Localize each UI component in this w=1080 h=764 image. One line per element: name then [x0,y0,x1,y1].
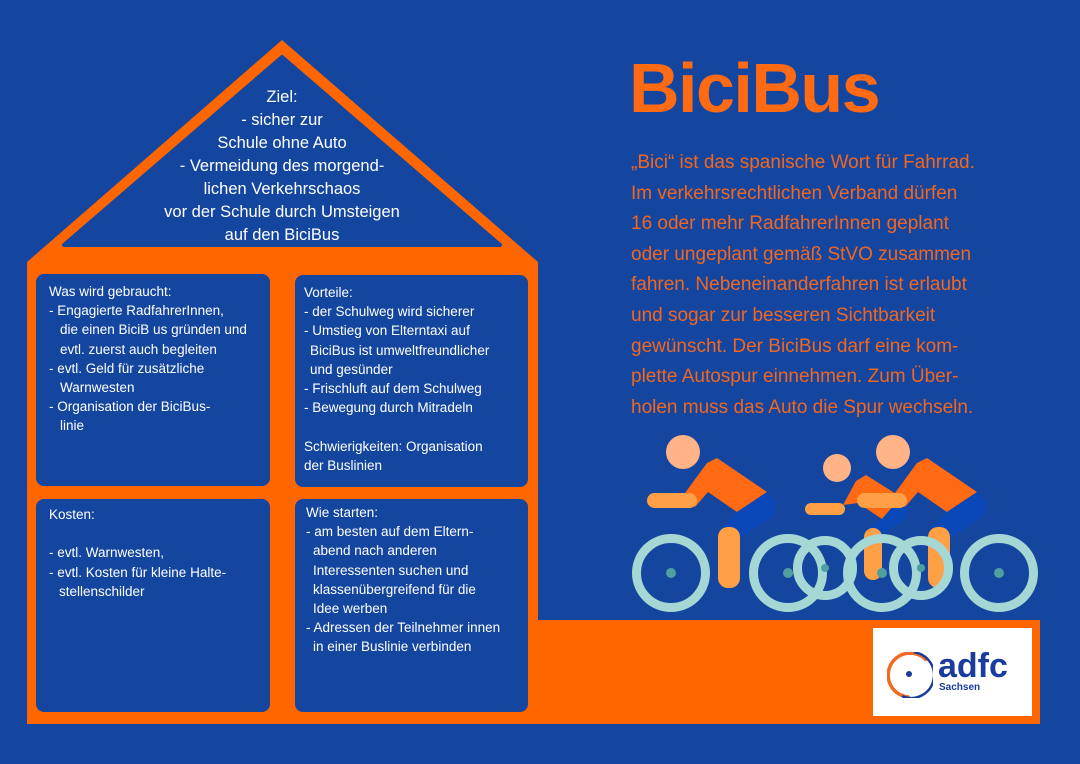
needs-item: - Organisation der BiciBus- [49,399,211,415]
needs-item-continued: die einen BiciB us gründen und [60,322,247,338]
getting-started-item: - am besten auf dem Eltern- [306,524,474,540]
wheel-hubs [666,564,1004,578]
description-line: gewünscht. Der BiciBus darf eine kom- [631,335,959,357]
goal-heading: Ziel: [266,88,298,106]
description-line: fahren. Nebeneinanderfahren ist erlaubt [631,274,967,296]
wheel-icon [632,534,710,612]
needs-box: Was wird gebraucht: - Engagierte Radfahr… [36,274,270,486]
page-title: BiciBus [629,49,881,127]
description-line: und sogar zur besseren Sichtbarkeit [631,304,936,326]
cyclist-adult-right [857,435,986,588]
spacer [49,524,270,543]
wheel-icon [960,534,1038,612]
description-paragraph: „Bici“ ist das spanische Wort für Fahrra… [631,148,975,423]
getting-started-item-continued: Interessenten suchen und [313,562,469,578]
description-line: „Bici“ ist das spanische Wort für Fahrra… [631,152,975,173]
roof-panel [62,55,502,247]
advantages-heading: Vorteile: [304,285,353,300]
advantages-item: - der Schulweg wird sicherer [304,304,475,320]
costs-heading: Kosten: [49,507,95,522]
goal-line: vor der Schule durch Umsteigen [164,203,400,221]
description-line: oder ungeplant gemäß StVO zusammen [631,243,972,265]
description-line: 16 oder mehr RadfahrerInnen geplant [631,213,949,235]
spacer [304,417,528,436]
getting-started-item-continued: in einer Buslinie verbinden [313,639,472,655]
advantages-box: Vorteile: - der Schulweg wird sicherer -… [295,275,528,487]
advantages-item-continued: BiciBus ist umweltfreundlicher [310,342,490,358]
advantages-item: - Umstieg von Elterntaxi auf [304,323,470,339]
costs-item-continued: stellenschilder [59,583,145,599]
cyclists-icon [632,435,1038,612]
goal-line: Schule ohne Auto [217,134,347,152]
needs-item: - evtl. Geld für zusätzliche [49,360,205,376]
costs-item: - evtl. Warnwesten, [49,545,165,561]
description-line: holen muss das Auto die Spur wechseln. [631,396,974,418]
logo-wordmark: adfc [938,647,1008,685]
getting-started-item: - Adressen der Teilnehmer innen [306,620,501,636]
needs-heading: Was wird gebraucht: [49,284,172,299]
goal-line: lichen Verkehrschaos [203,180,361,198]
advantages-item-continued: und gesünder [310,361,393,377]
needs-item: - Engagierte RadfahrerInnen, [49,303,224,319]
advantages-item: - Bewegung durch Mitradeln [304,400,473,416]
illustration-area [538,0,1080,620]
getting-started-item-continued: Idee werben [313,600,388,616]
getting-started-item-continued: abend nach anderen [313,543,437,559]
getting-started-item-continued: klassenübergreifend für die [313,581,476,597]
needs-item-continued: evtl. zuerst auch begleiten [60,341,217,357]
cyclist-adult-left [647,435,776,588]
adfc-wheel-icon [887,652,933,698]
adfc-logo: adfc Sachsen [873,628,1032,716]
costs-box: Kosten: - evtl. Warnwesten, - evtl. Kost… [36,499,270,712]
advantages-item: - Frischluft auf dem Schulweg [304,380,482,396]
goal-line: - sicher zur [241,111,323,129]
goal-line: auf den BiciBus [224,226,340,244]
wheel-icon [793,536,857,600]
description-line: plette Autospur einnehmen. Zum Über- [631,366,959,388]
goal-section: Ziel: - sicher zur Schule ohne Auto - Ve… [102,86,462,247]
needs-item-continued: Warnwesten [60,379,135,395]
bicycle-wheels [632,534,1038,612]
difficulties-text: Schwierigkeiten: Organisation [304,438,483,454]
difficulties-text: der Buslinien [304,457,383,473]
getting-started-box: Wie starten: - am besten auf dem Eltern-… [295,499,528,712]
goal-line: - Vermeidung des morgend- [179,157,385,175]
wheel-icon [749,534,827,612]
costs-item: - evtl. Kosten für kleine Halte- [49,564,227,580]
getting-started-heading: Wie starten: [306,505,379,520]
wheel-icon [843,534,921,612]
needs-item-continued: linie [60,418,85,434]
logo-region: Sachsen [939,682,981,693]
description-line: Im verkehrsrechtlichen Verband dürfen [631,182,958,204]
wheel-icon [889,536,953,600]
